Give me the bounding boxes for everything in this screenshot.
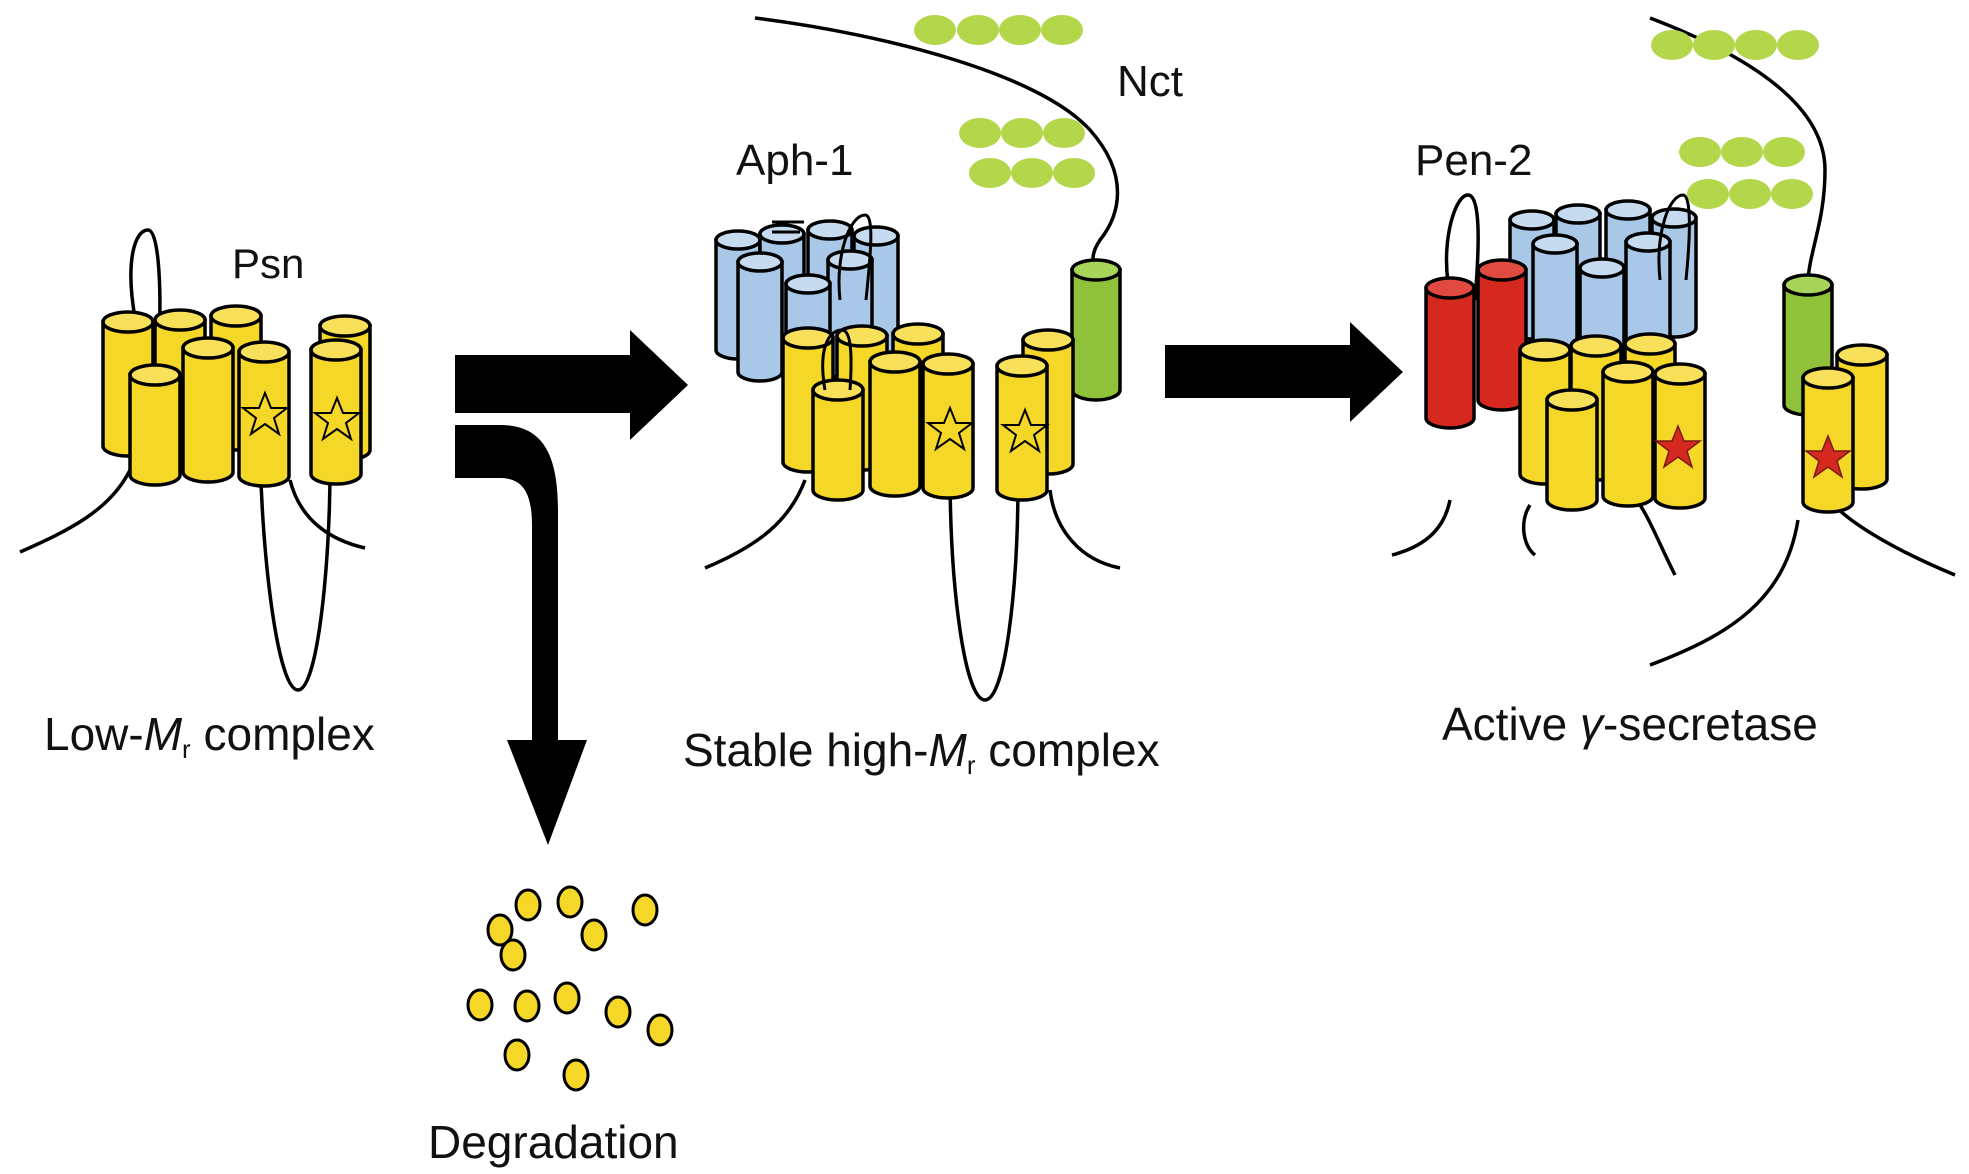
active-gamma-secretase	[1391, 16, 1956, 667]
aph1-label: Aph-1	[736, 136, 853, 185]
stable-high-mr-complex	[704, 15, 1122, 702]
low-mr-complex-caption: Low-Mr complex	[44, 708, 375, 764]
psn-label: Psn	[232, 240, 304, 287]
low-mr-complex	[19, 228, 372, 692]
degradation-fragments	[466, 885, 674, 1092]
arrow-to-active-secretase	[1165, 322, 1403, 422]
active-secretase-caption: Active γ-secretase	[1442, 698, 1818, 750]
stable-complex-caption: Stable high-Mr complex	[683, 724, 1160, 780]
arrow-to-stable-complex	[455, 330, 688, 440]
degradation-label: Degradation	[428, 1116, 679, 1168]
pen2-label: Pen-2	[1415, 136, 1532, 185]
nct-label: Nct	[1117, 57, 1183, 106]
arrow-to-degradation	[455, 425, 587, 845]
